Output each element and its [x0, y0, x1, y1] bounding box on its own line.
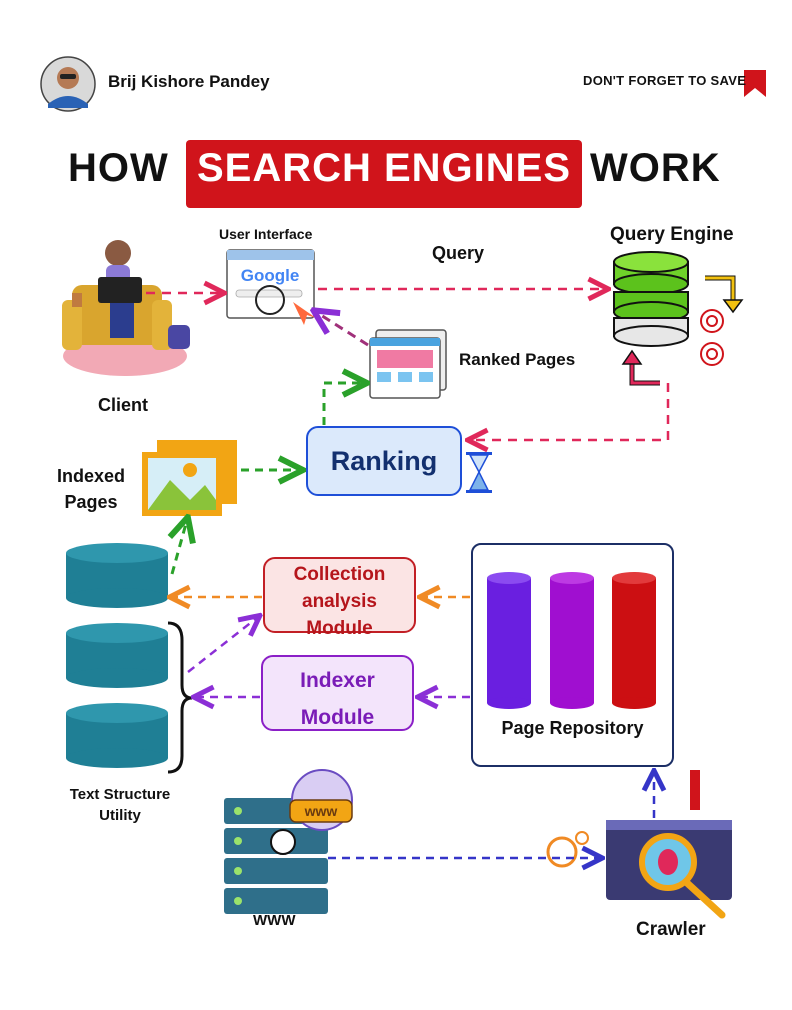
crawler-label: Crawler [636, 919, 706, 940]
indexed-pages-label-line1: Indexed [56, 466, 126, 486]
ranked-pages-to-ui-arrow [316, 312, 369, 347]
index-db-to-indexed-arrow [172, 520, 187, 575]
www-badge-text: www [304, 803, 338, 819]
collection-analysis-module-box: Collection analysis Module [263, 557, 416, 639]
title-part-how: HOW [68, 146, 169, 190]
text-structure-utility-label: Text Structure Utility [50, 784, 190, 826]
query-label: Query [432, 243, 485, 263]
curly-brace [167, 621, 193, 774]
client-label: Client [98, 395, 149, 415]
ranked-pages-icon [369, 329, 447, 399]
hourglass-icon [466, 452, 492, 493]
title-highlight-box [186, 140, 582, 208]
index-database-cylinder [66, 543, 168, 608]
ranking-label: Ranking [330, 446, 438, 476]
indexer-module-box: Indexer Module [261, 655, 414, 731]
www-label: WWW [253, 912, 296, 929]
collection-label-line3: Module [306, 618, 373, 639]
cycle-arrow-down-icon [705, 275, 736, 302]
ranking-to-ranked-pages-arrow [322, 383, 364, 425]
text-structure-database-cylinder-1 [66, 623, 168, 688]
page-repository-label: Page Repository [501, 718, 644, 738]
indexed-pages-label-line2: Pages [64, 492, 118, 512]
www-server-icon: www [224, 769, 353, 914]
google-browser-icon[interactable]: Google [226, 249, 316, 325]
ranking-box: Ranking [306, 426, 462, 496]
indexer-label-line2: Module [300, 706, 375, 729]
crawler-icon [546, 770, 732, 919]
collection-label-line1: Collection [293, 564, 386, 585]
indexer-label-line1: Indexer [300, 669, 375, 692]
save-reminder: DON'T FORGET TO SAVE [583, 73, 747, 88]
bookmark-icon[interactable] [744, 70, 766, 97]
avatar [40, 56, 96, 112]
ranked-pages-label: Ranked Pages [459, 350, 576, 369]
query-engine-to-ranking-arrow [470, 383, 670, 440]
author-name: Brij Kishore Pandey [108, 72, 270, 91]
cycle-arrow-up-icon [629, 362, 660, 386]
indexed-pages-label: Indexed Pages [50, 463, 132, 515]
google-logo: Google [241, 266, 300, 285]
indexed-pages-icon [142, 440, 237, 516]
user-interface-label: User Interface [219, 226, 313, 242]
gears-icon [700, 309, 724, 366]
text-structure-to-collection-arrow [187, 617, 258, 673]
title-part-work: WORK [590, 146, 721, 190]
client-person-icon [62, 240, 190, 376]
query-engine-database-icon [613, 251, 689, 347]
text-structure-label-line1: Text Structure [69, 786, 171, 803]
title-highlight: SEARCH ENGINES [196, 146, 572, 190]
collection-label-line2: analysis [302, 591, 377, 612]
text-structure-database-cylinder-2 [66, 703, 168, 768]
query-engine-label: Query Engine [610, 224, 734, 245]
text-structure-label-line2: Utility [99, 807, 141, 824]
